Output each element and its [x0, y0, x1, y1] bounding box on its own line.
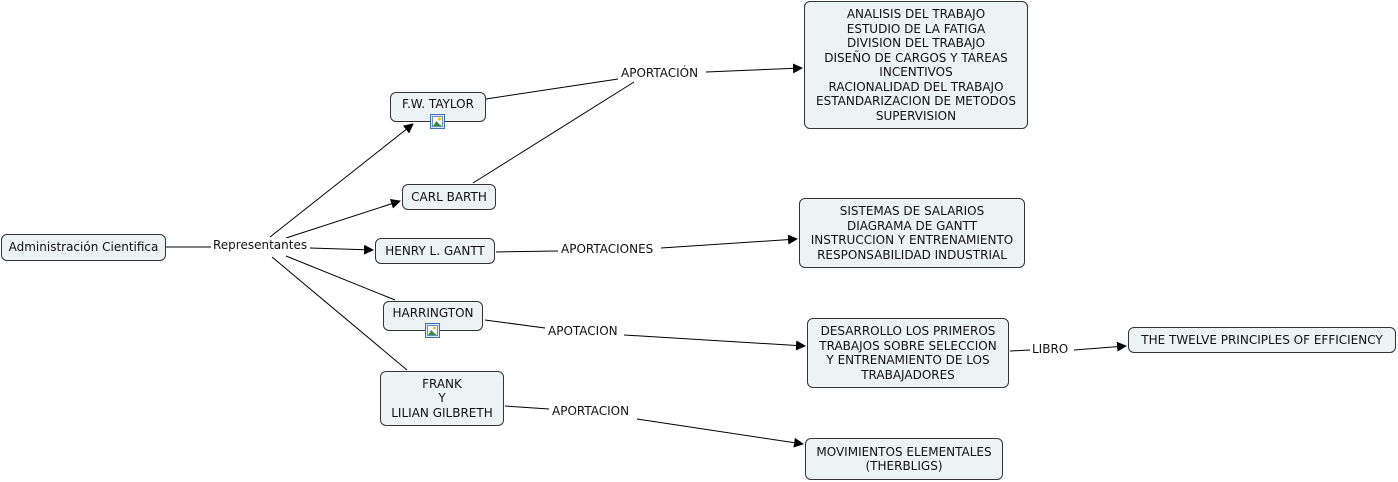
- link-aportacion-taylor-contrib: [705, 63, 803, 74]
- linking-phrase-apotacion-harrington[interactable]: APOTACION: [546, 324, 620, 338]
- concept-carl-barth[interactable]: CARL BARTH: [402, 184, 496, 210]
- link-gilbreth-aportacion: [504, 405, 550, 410]
- node-text: HARRINGTON: [392, 306, 474, 320]
- node-text-line: Y: [438, 391, 446, 406]
- node-text-line: ANALISIS DEL TRABAJO: [846, 7, 986, 21]
- node-text: THE TWELVE PRINCIPLES OF EFFICIENCY: [1141, 332, 1383, 347]
- concept-gantt-contributions[interactable]: SISTEMAS DE SALARIOS DIAGRAMA DE GANTT I…: [799, 198, 1025, 268]
- link-barth-aportacion: [472, 81, 635, 184]
- image-icon[interactable]: [425, 323, 440, 338]
- link-libro-book: [1073, 341, 1127, 352]
- node-text-line: INSTRUCCION Y ENTRENAMIENTO: [810, 233, 1014, 247]
- linking-phrase-representantes[interactable]: Representantes: [211, 238, 310, 252]
- node-text-line: FRANK: [422, 376, 462, 391]
- node-text-line: ESTANDARIZACION DE METODOS: [816, 94, 1016, 108]
- link-contrib-libro: [1009, 349, 1031, 352]
- node-text-line: DESARROLLO LOS PRIMEROS: [820, 324, 996, 338]
- node-text-line: DISEÑO DE CARGOS Y TAREAS: [824, 50, 1008, 65]
- node-text-line: SISTEMAS DE SALARIOS: [839, 204, 985, 218]
- linking-phrase-libro[interactable]: LIBRO: [1030, 342, 1071, 356]
- node-text-line: TRABAJOS SOBRE SELECCION: [819, 338, 997, 353]
- node-text-line: SUPERVISION: [875, 108, 957, 123]
- node-text: Administración Cientifica: [8, 240, 159, 255]
- node-text: CARL BARTH: [411, 189, 487, 204]
- concept-henry-gantt[interactable]: HENRY L. GANTT: [375, 238, 495, 264]
- link-taylor-aportacion: [485, 78, 619, 100]
- link-to-barth: [285, 199, 401, 239]
- node-text: HENRY L. GANTT: [385, 243, 485, 258]
- link-gantt-aportaciones: [495, 250, 559, 253]
- node-text-line: DIVISION DEL TRABAJO: [846, 36, 986, 50]
- link-to-taylor: [269, 123, 414, 238]
- node-text-line: ESTUDIO DE LA FATIGA: [846, 21, 986, 36]
- node-text-line: INCENTIVOS: [879, 65, 953, 79]
- node-text-line: DIAGRAMA DE GANTT: [846, 218, 978, 233]
- linking-phrase-aportacion-gilbreth[interactable]: APORTACION: [550, 404, 632, 418]
- link-to-gantt: [309, 244, 374, 255]
- link-aportaciones-gantt-contrib: [660, 234, 798, 249]
- node-text-line: MOVIMIENTOS ELEMENTALES: [816, 444, 992, 459]
- link-to-harrington: [285, 255, 396, 301]
- concept-administracion-cientifica[interactable]: Administración Cientifica: [1, 234, 166, 261]
- node-text-line: TRABAJADORES: [861, 367, 955, 382]
- concept-gilbreth-contributions[interactable]: MOVIMIENTOS ELEMENTALES (THERBLIGS): [805, 438, 1003, 480]
- link-apotacion-harrington-contrib: [623, 334, 806, 351]
- node-text-line: RACIONALIDAD DEL TRABAJO: [828, 79, 1004, 94]
- concept-harrington-contributions[interactable]: DESARROLLO LOS PRIMEROS TRABAJOS SOBRE S…: [807, 318, 1009, 388]
- link-harrington-apotacion: [484, 319, 546, 329]
- node-text-line: (THERBLIGS): [865, 459, 943, 473]
- linking-phrase-aportacion-taylor[interactable]: APORTACIÓN: [619, 66, 701, 80]
- link-to-gilbreth: [271, 256, 408, 371]
- node-text-line: LILIAN GILBRETH: [391, 405, 493, 420]
- concept-taylor-contributions[interactable]: ANALISIS DEL TRABAJO ESTUDIO DE LA FATIG…: [804, 1, 1028, 129]
- node-text-line: Y ENTRENAMIENTO DE LOS: [826, 353, 990, 367]
- link-aportacion-gilbreth-contrib: [636, 418, 804, 448]
- node-text-line: RESPONSABILIDAD INDUSTRIAL: [817, 247, 1007, 262]
- linking-phrase-aportaciones-gantt[interactable]: APORTACIONES: [559, 242, 656, 256]
- concept-twelve-principles-book[interactable]: THE TWELVE PRINCIPLES OF EFFICIENCY: [1128, 327, 1396, 353]
- concept-gilbreth[interactable]: FRANK Y LILIAN GILBRETH: [380, 371, 504, 426]
- node-text: F.W. TAYLOR: [402, 97, 474, 111]
- image-icon[interactable]: [430, 114, 445, 129]
